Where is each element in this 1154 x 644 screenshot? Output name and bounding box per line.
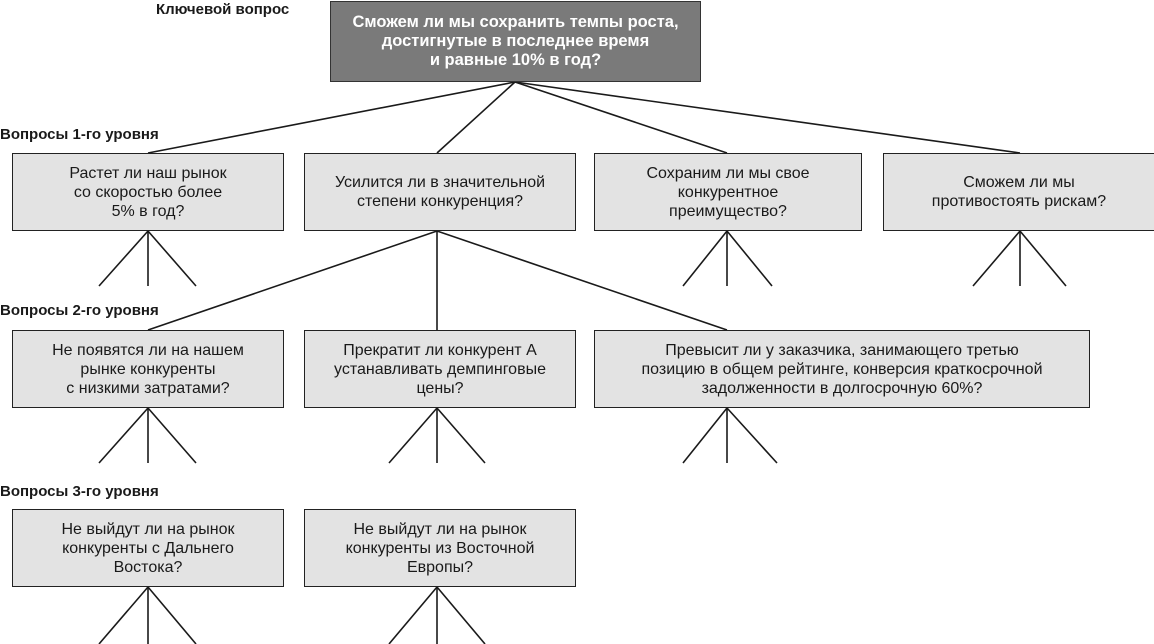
l2-question-dumping-prices: Прекратит ли конкурент А устанавливать д… [304,330,576,408]
connector-root-l1-2 [436,81,516,154]
fan-l1-1-left [98,230,149,287]
fan-l2-1-right [147,407,197,464]
connector-root-l1-1 [147,81,516,154]
fan-l1-1-right [147,230,197,287]
l1-question-market-growth: Растет ли наш рынок со скоростью более 5… [12,153,284,231]
l2-question-low-cost-competitors: Не появятся ли на нашем рынке конкуренты… [12,330,284,408]
connector-root-l1-3 [514,81,728,154]
fan-l3-1-left [98,586,149,644]
fan-l2-1-left [98,407,149,464]
fan-l2-2-left [388,407,438,464]
fan-l2-3-left [682,407,728,464]
level3-label: Вопросы 3-го уровня [0,483,159,500]
fan-l3-1-right [147,586,197,644]
key-question-label: Ключевой вопрос [156,1,290,18]
fan-l1-4-right [1019,230,1067,287]
l1-question-advantage: Сохраним ли мы свое конкурентное преимущ… [594,153,862,231]
l3-question-eastern-europe: Не выйдут ли на рынок конкуренты из Вост… [304,509,576,587]
level1-label: Вопросы 1-го уровня [0,126,159,143]
l2-question-debt-conversion: Превысит ли у заказчика, занимающего тре… [594,330,1090,408]
root-question-box: Сможем ли мы сохранить темпы роста, дост… [330,1,701,82]
connector-l1-2-l2-1 [147,230,438,331]
connector-root-l1-4 [514,81,1021,154]
level2-label: Вопросы 2-го уровня [0,302,159,319]
fan-l3-2-left [388,586,438,644]
fan-l2-3-right [726,407,778,464]
l3-question-far-east: Не выйдут ли на рынок конкуренты с Дальн… [12,509,284,587]
fan-l1-3-right [726,230,773,287]
fan-l1-4-left [972,230,1021,287]
l1-question-risks: Сможем ли мы противостоять рискам? [883,153,1154,231]
fan-l3-2-right [436,586,486,644]
fan-l2-2-right [436,407,486,464]
l1-question-competition: Усилится ли в значительной степени конку… [304,153,576,231]
connector-l1-2-l2-3 [436,230,728,331]
fan-l1-3-left [682,230,728,287]
